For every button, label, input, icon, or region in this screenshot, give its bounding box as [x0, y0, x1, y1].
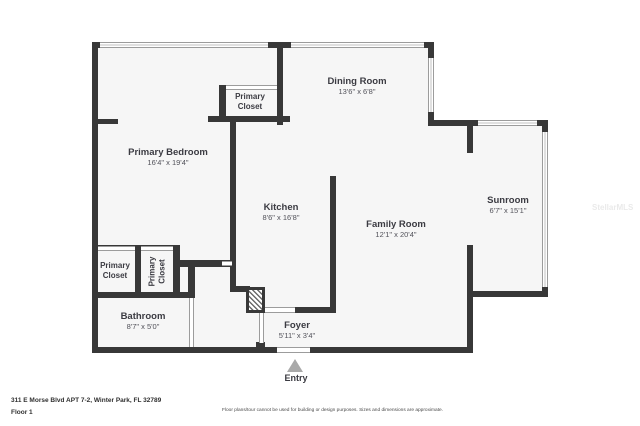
- door-closet-a: [98, 246, 135, 251]
- room-dims: 16'4" x 19'4": [147, 158, 189, 167]
- door-closet-top: [226, 85, 277, 90]
- wall-closet-b-right: [173, 245, 180, 298]
- closet-line1: Primary: [147, 256, 157, 286]
- door-closet-b: [141, 246, 173, 251]
- room-dims: 8'6" x 16'8": [262, 213, 300, 222]
- wall-kitchen-left: [230, 116, 236, 292]
- address-text: 311 E Morse Blvd APT 7-2, Winter Park, F…: [11, 397, 162, 404]
- door-bathroom: [189, 298, 194, 347]
- hatched-shaft: [246, 287, 265, 313]
- window-sunroom-right: [542, 132, 548, 287]
- room-label-primary-closet-vertical: Primary Closet: [140, 250, 174, 292]
- wall-sunroom-left-stub-top: [467, 120, 473, 153]
- floor-area-sunroom: [467, 120, 548, 297]
- room-label-kitchen: Kitchen 8'6" x 16'8": [241, 202, 321, 223]
- room-name: Bathroom: [120, 311, 166, 322]
- room-dims: 12'1" x 20'4": [375, 230, 417, 239]
- window-dining-top: [291, 42, 424, 48]
- mls-watermark: StellarMLS: [592, 203, 634, 212]
- wall-foyer-nub: [256, 342, 265, 348]
- room-label-primary-bedroom: Primary Bedroom 16'4" x 19'4": [98, 147, 238, 168]
- wall-bedroom-pier: [92, 119, 118, 124]
- outside-notch-top-right: [434, 42, 473, 120]
- door-foyer-top: [265, 307, 295, 313]
- closet-line1: Primary: [235, 92, 265, 101]
- room-name: Primary Bedroom: [128, 147, 208, 158]
- window-sunroom-top: [478, 120, 537, 126]
- door-hall: [222, 261, 232, 266]
- room-label-bathroom: Bathroom 8'7" x 5'0": [103, 311, 183, 332]
- wall-closet-divider: [135, 245, 141, 292]
- wall-bathroom-top: [92, 292, 195, 298]
- room-dims: 5'11" x 3'4": [278, 331, 316, 340]
- entry-arrow-icon: [287, 359, 303, 372]
- room-name: Family Room: [366, 219, 426, 230]
- window-dining-right: [428, 58, 434, 112]
- room-label-primary-closet-top: Primary Closet: [222, 92, 278, 111]
- disclaimer-text: Floor plans/tour cannot be used for buil…: [222, 408, 444, 413]
- room-dims: 13'6" x 6'8": [338, 87, 376, 96]
- wall-closet-top-left: [219, 85, 226, 122]
- wall-hall-top: [173, 260, 232, 267]
- wall-sunroom-bottom: [467, 291, 548, 297]
- room-dims: 8'7" x 5'0": [126, 322, 160, 331]
- wall-exterior-left: [92, 42, 98, 353]
- door-foyer-left: [259, 313, 264, 343]
- wall-closet-top-bottom: [208, 116, 290, 122]
- room-dims: 6'7" x 15'1": [489, 206, 527, 215]
- room-name: Dining Room: [327, 76, 387, 87]
- room-name: Kitchen: [263, 202, 299, 213]
- door-entry: [277, 347, 310, 353]
- room-label-primary-closet-left: Primary Closet: [95, 261, 135, 280]
- room-label-dining-room: Dining Room 13'6" x 6'8": [307, 76, 407, 97]
- entry-label: Entry: [284, 373, 308, 383]
- room-name: Sunroom: [487, 195, 529, 206]
- closet-line2: Closet: [237, 101, 263, 111]
- room-label-sunroom: Sunroom 6'7" x 15'1": [468, 195, 548, 216]
- wall-kitchen-jog: [230, 286, 250, 292]
- room-label-foyer: Foyer 5'11" x 3'4": [257, 320, 337, 341]
- window-bedroom-top: [100, 42, 268, 48]
- wall-dining-left: [277, 42, 283, 125]
- room-name: Foyer: [284, 320, 310, 331]
- closet-line2: Closet: [102, 270, 128, 280]
- wall-hall-left: [188, 260, 195, 298]
- room-label-family-room: Family Room 12'1" x 20'4": [346, 219, 446, 240]
- floor-number-text: Floor 1: [11, 409, 33, 416]
- closet-line1: Primary: [100, 261, 130, 270]
- closet-line2: Closet: [156, 258, 166, 284]
- wall-kitchen-right: [330, 176, 336, 313]
- wall-family-room-right: [467, 245, 473, 353]
